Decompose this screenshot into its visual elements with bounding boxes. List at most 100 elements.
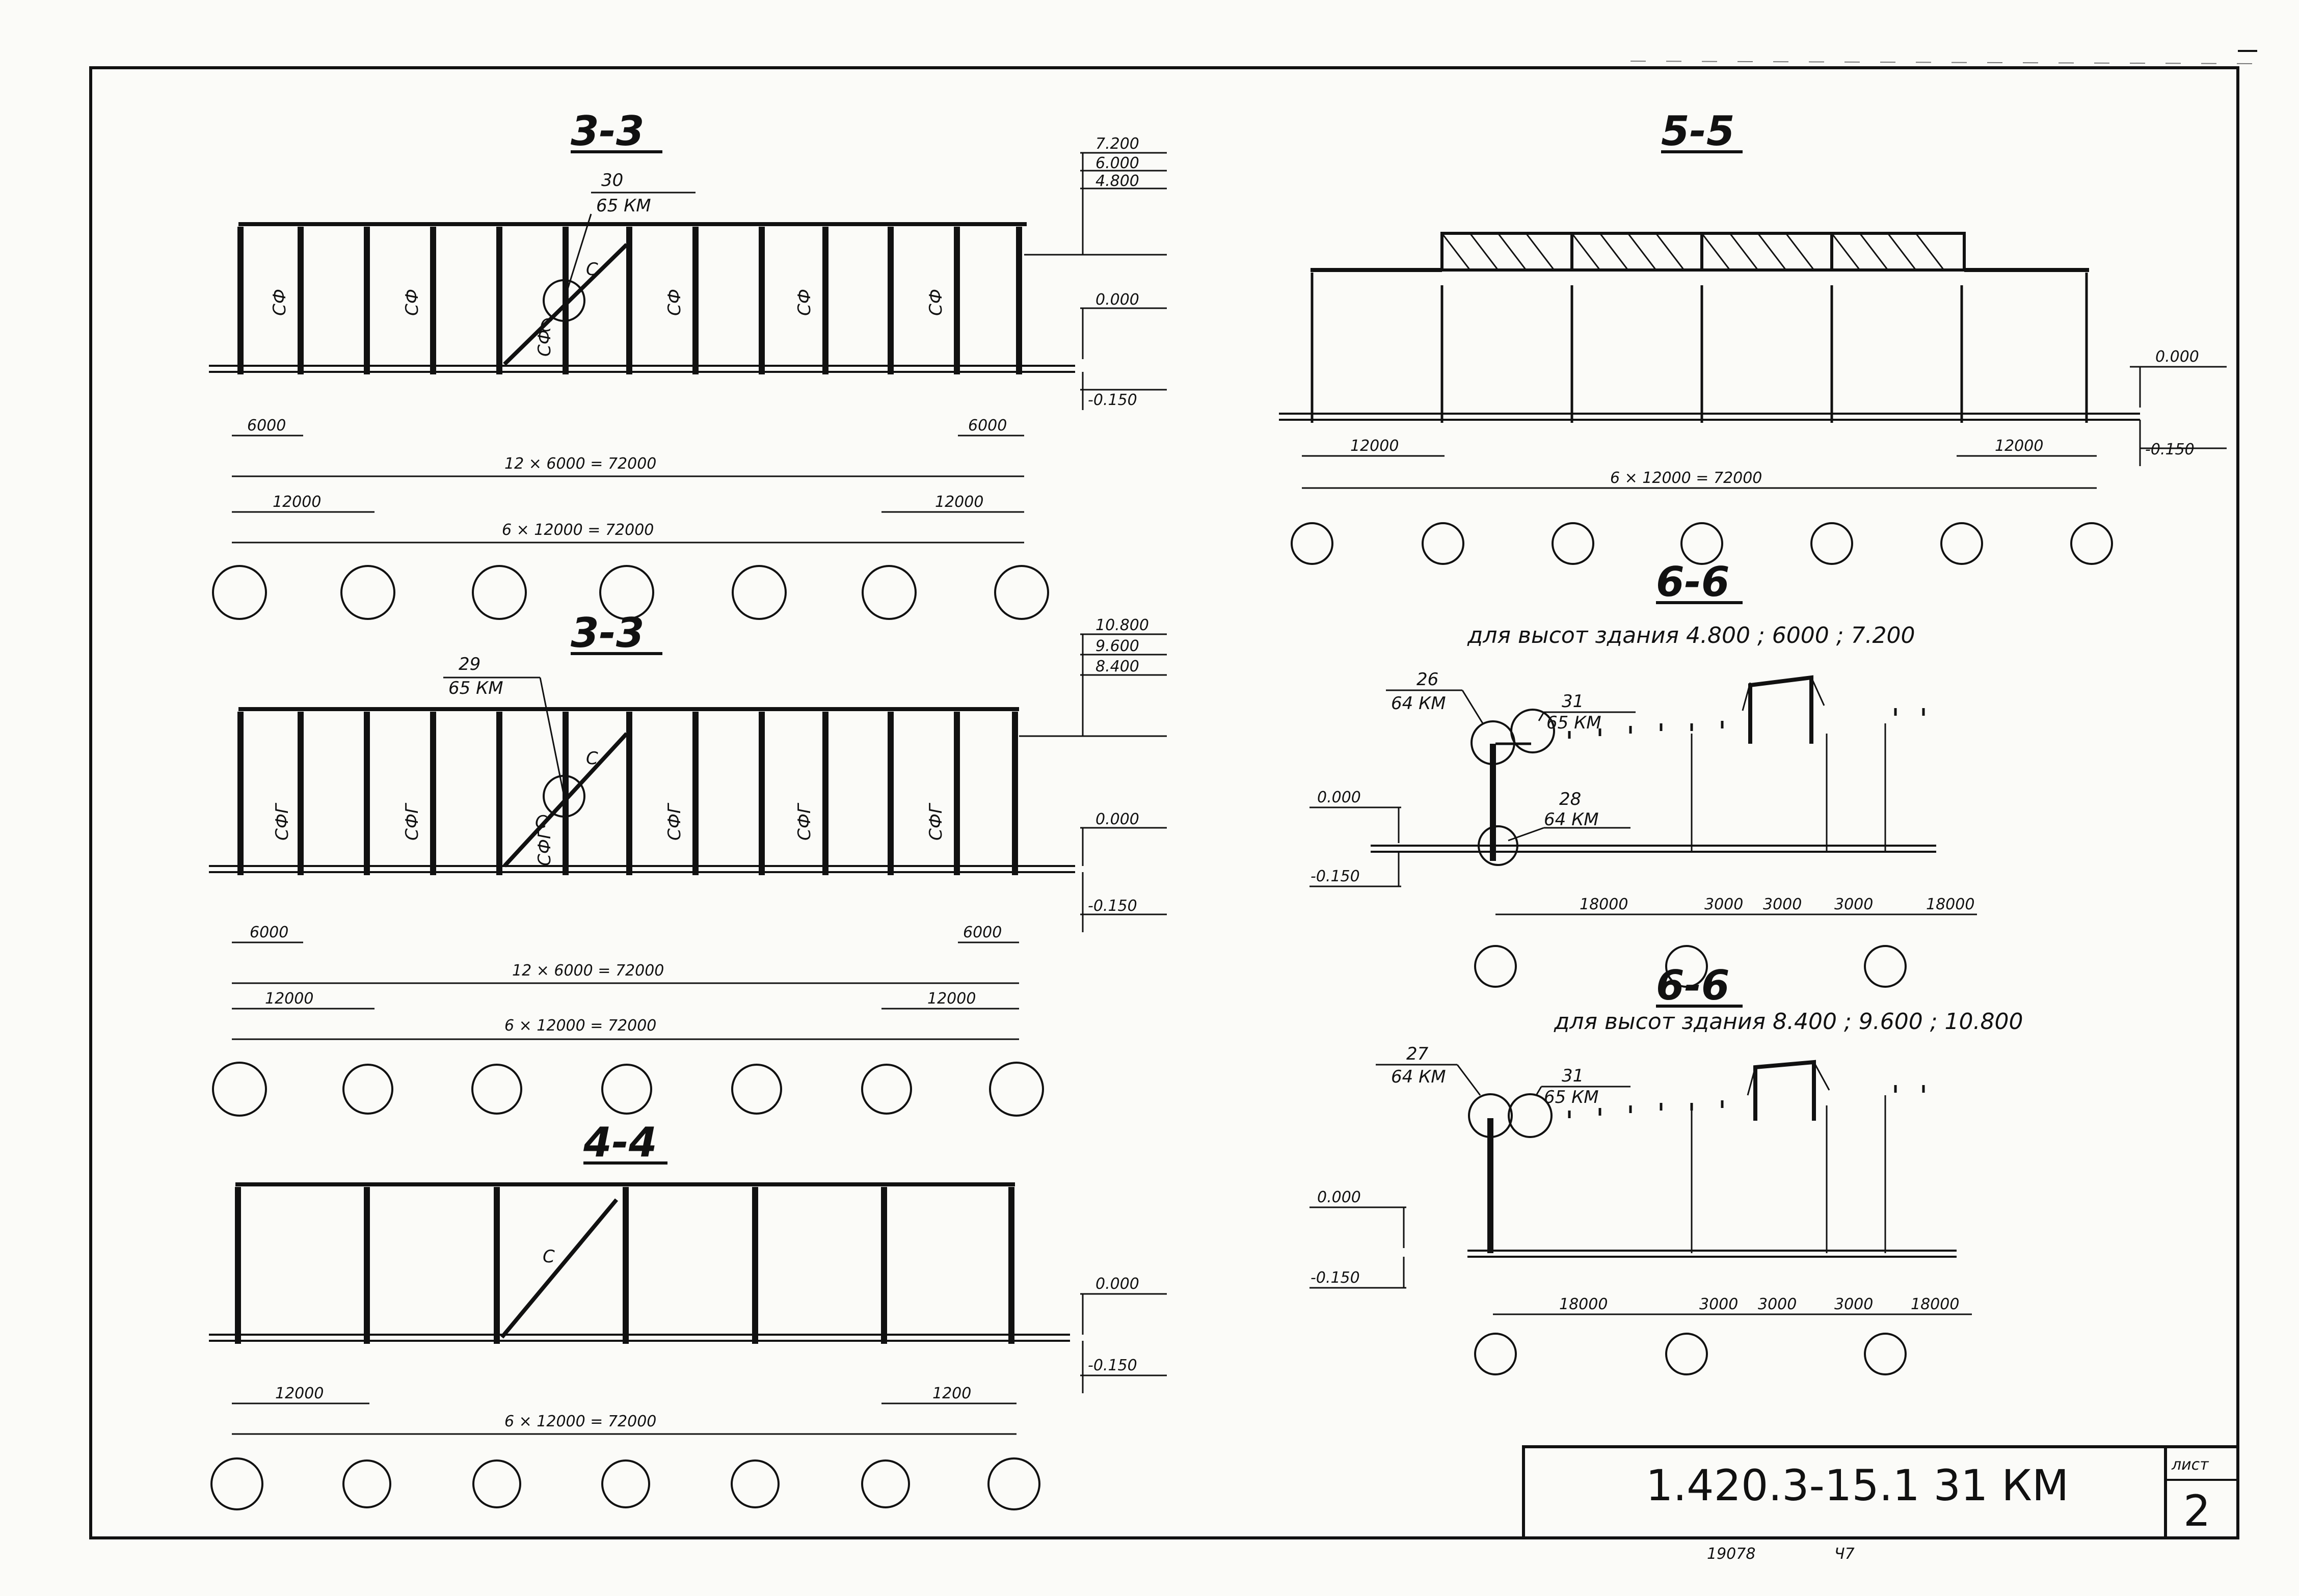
section-3-3-lower: 3-3 29 65 КМ СФГ СФГ СФГ СФГ СФГ СФГ С С: [209, 609, 1167, 1117]
dimension-label: 12000: [275, 1385, 324, 1402]
level-mark: -0.150: [1311, 868, 1360, 885]
callout-number: 28: [1559, 789, 1581, 809]
callout-reference: 65 КМ: [448, 678, 503, 698]
panel-mark: СФ: [402, 289, 422, 316]
brace-mark: С: [535, 812, 547, 832]
dimension-label: 12000: [927, 990, 976, 1008]
level-mark: 0.000: [1317, 1188, 1361, 1206]
level-mark: -0.150: [1088, 391, 1137, 409]
section-title: 5-5: [1661, 107, 1735, 155]
sheet-frame: [89, 50, 2257, 1539]
dimension-label: 3000: [1834, 1295, 1873, 1313]
section-6-6-lower: 6-6 для высот здания 8.400 ; 9.600 ; 10.…: [1309, 962, 2023, 1375]
dimension-label: 12000: [265, 990, 313, 1008]
callout-number: 29: [459, 654, 480, 674]
brace-mark: С: [586, 259, 598, 280]
sheet-label: лист: [2171, 1456, 2209, 1474]
level-mark: 0.000: [1095, 291, 1139, 309]
dimension-label: 6 × 12000 = 72000: [504, 1413, 656, 1430]
dimension-label: 3000: [1834, 896, 1873, 913]
dimension-label: 18000: [1580, 896, 1628, 913]
dimension-label: 18000: [1559, 1295, 1608, 1313]
level-mark: 0.000: [2155, 348, 2199, 366]
panel-mark: СФ: [926, 289, 946, 316]
section-4-4: 4-4 С 0.000 -0.150 12000 1200 6 × 12000 …: [209, 1119, 1167, 1510]
dimension-label: 6000: [250, 924, 288, 941]
title-block: лист 2 1.420.3-15.1 31 КМ 19078 Ч7: [1522, 1445, 2239, 1563]
level-mark: -0.150: [2145, 441, 2195, 458]
panel-mark: СФ: [270, 289, 290, 316]
level-mark: -0.150: [1088, 1357, 1137, 1374]
callout-reference: 65 КМ: [1544, 1087, 1599, 1107]
panel-mark: СФГ: [534, 828, 555, 866]
level-mark: -0.150: [1311, 1269, 1360, 1287]
callout-reference: 64 КМ: [1391, 693, 1446, 714]
level-mark: -0.150: [1088, 897, 1137, 915]
callout-number: 31: [1562, 1066, 1584, 1086]
brace-mark: С: [586, 748, 598, 769]
dimension-label: 3000: [1704, 896, 1743, 913]
level-mark: 4.800: [1095, 172, 1139, 190]
dimension-label: 12000: [1995, 437, 2043, 455]
callout-number: 26: [1416, 669, 1438, 690]
level-mark: 9.600: [1095, 637, 1139, 655]
dimension-label: 1200: [932, 1385, 971, 1402]
section-5-5: 5-5 0.000 -0.150: [1279, 107, 2227, 565]
level-mark: 0.000: [1095, 1275, 1139, 1293]
sheet-number: 2: [2183, 1486, 2210, 1536]
dimension-label: 18000: [1911, 1295, 1959, 1313]
panel-mark: СФГ: [794, 802, 815, 841]
section-title: 3-3: [571, 107, 645, 155]
dimension-label: 6 × 12000 = 72000: [502, 521, 654, 539]
brace-mark: С: [543, 1247, 555, 1267]
dimension-label: 6000: [968, 417, 1007, 435]
section-title: 6-6: [1656, 558, 1730, 606]
dimension-label: 12 × 6000 = 72000: [504, 455, 656, 473]
drawing-code: 1.420.3-15.1 31 КМ: [1646, 1460, 2069, 1510]
panel-mark: СФГ: [926, 802, 946, 841]
level-mark: 10.800: [1095, 616, 1149, 634]
panel-mark: СФ: [534, 330, 555, 357]
section-title: 3-3: [571, 609, 645, 657]
level-mark: 0.000: [1317, 789, 1361, 806]
panel-mark: СФГ: [272, 802, 292, 841]
callout-number: 31: [1562, 691, 1584, 712]
panel-mark: СФ: [794, 289, 815, 316]
callout-reference: 65 КМ: [596, 196, 651, 216]
level-mark: 8.400: [1095, 658, 1139, 675]
dimension-label: 3000: [1763, 896, 1802, 913]
callout-reference: 64 КМ: [1391, 1067, 1446, 1087]
dimension-label: 6 × 12000 = 72000: [1610, 469, 1762, 487]
panel-mark: СФГ: [664, 802, 685, 841]
dimension-label: 3000: [1758, 1295, 1797, 1313]
callout-number: 30: [601, 170, 623, 191]
dimension-label: 12000: [1350, 437, 1399, 455]
section-6-6-upper: 6-6 для высот здания 4.800 ; 6000 ; 7.20…: [1309, 558, 1977, 988]
level-mark: 0.000: [1095, 810, 1139, 828]
panel-mark: СФГ: [402, 802, 422, 841]
inventory-number: 19078: [1707, 1545, 1755, 1563]
level-mark: 6.000: [1095, 154, 1139, 172]
brace-mark: С: [540, 315, 552, 336]
level-mark: 7.200: [1095, 135, 1139, 153]
section-title: 6-6: [1656, 962, 1730, 1009]
section-subtitle: для высот здания 8.400 ; 9.600 ; 10.800: [1554, 1009, 2023, 1035]
sheet-format: Ч7: [1834, 1545, 1855, 1563]
dimension-label: 12000: [935, 493, 983, 511]
callout-reference: 64 КМ: [1544, 809, 1599, 830]
dimension-label: 12000: [273, 493, 321, 511]
dimension-label: 12 × 6000 = 72000: [512, 962, 664, 980]
dimension-label: 6 × 12000 = 72000: [504, 1017, 656, 1035]
section-subtitle: для высот здания 4.800 ; 6000 ; 7.200: [1467, 623, 1915, 648]
dimension-label: 18000: [1926, 896, 1974, 913]
section-title: 4-4: [583, 1119, 657, 1166]
callout-reference: 65 КМ: [1546, 713, 1601, 733]
dimension-label: 6000: [963, 924, 1002, 941]
dimension-label: 3000: [1699, 1295, 1738, 1313]
dimension-label: 6000: [247, 417, 286, 435]
section-3-3-upper: 3-3 30 65 КМ СФ СФ СФ СФ СФ СФ С: [209, 107, 1167, 620]
panel-mark: СФ: [664, 289, 685, 316]
callout-number: 27: [1406, 1044, 1429, 1064]
